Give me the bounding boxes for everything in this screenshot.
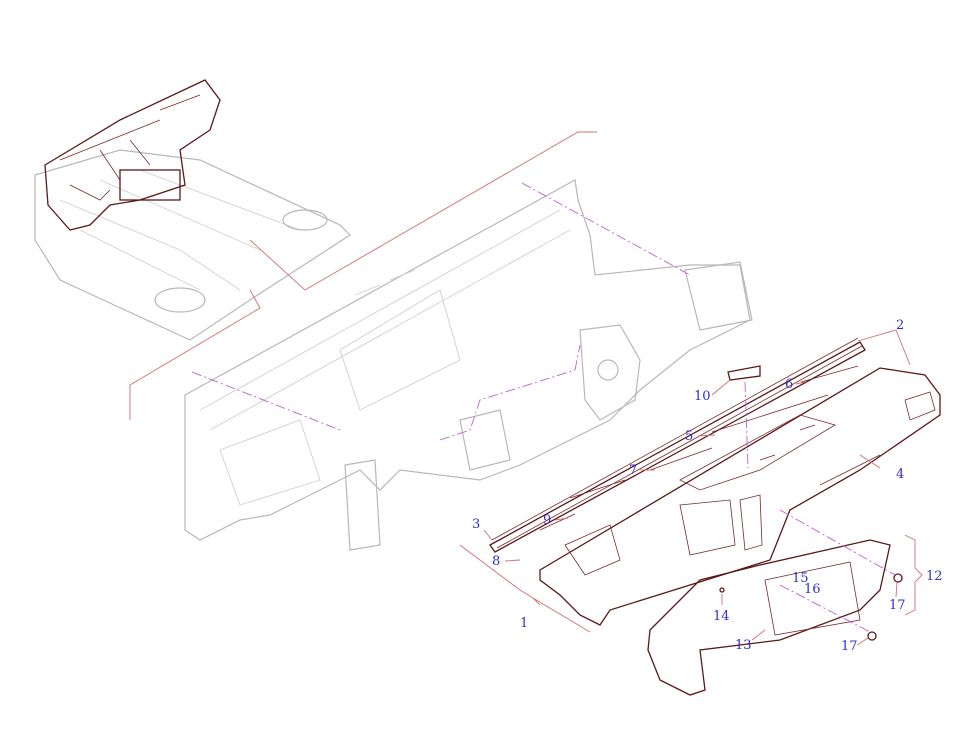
dashboard-centerline: [744, 381, 896, 633]
cross-car-beam-illustration: [184, 179, 753, 551]
callout-17-upper: 17: [889, 598, 906, 613]
callout-17-lower: 17: [841, 639, 858, 654]
callout-15: 15: [792, 571, 809, 586]
callout-1: 1: [520, 616, 528, 631]
callout-13: 13: [735, 638, 752, 653]
callout-8: 8: [492, 554, 500, 569]
callout-10: 10: [694, 389, 711, 404]
callout-6: 6: [785, 377, 793, 392]
callout-7: 7: [629, 463, 637, 478]
leader-lines: [459, 329, 923, 646]
callout-16: 16: [804, 582, 821, 597]
callout-14: 14: [713, 609, 730, 624]
cab-overview-illustration: [34, 79, 351, 341]
callout-2: 2: [896, 318, 904, 333]
callout-3: 3: [472, 517, 480, 532]
inset-leader: [129, 131, 597, 420]
callout-12: 12: [926, 569, 943, 584]
dashboard-illustration: [489, 337, 941, 696]
callout-5: 5: [685, 429, 693, 444]
callout-4: 4: [896, 467, 904, 482]
callout-9: 9: [543, 513, 551, 528]
centerline: [191, 182, 691, 441]
